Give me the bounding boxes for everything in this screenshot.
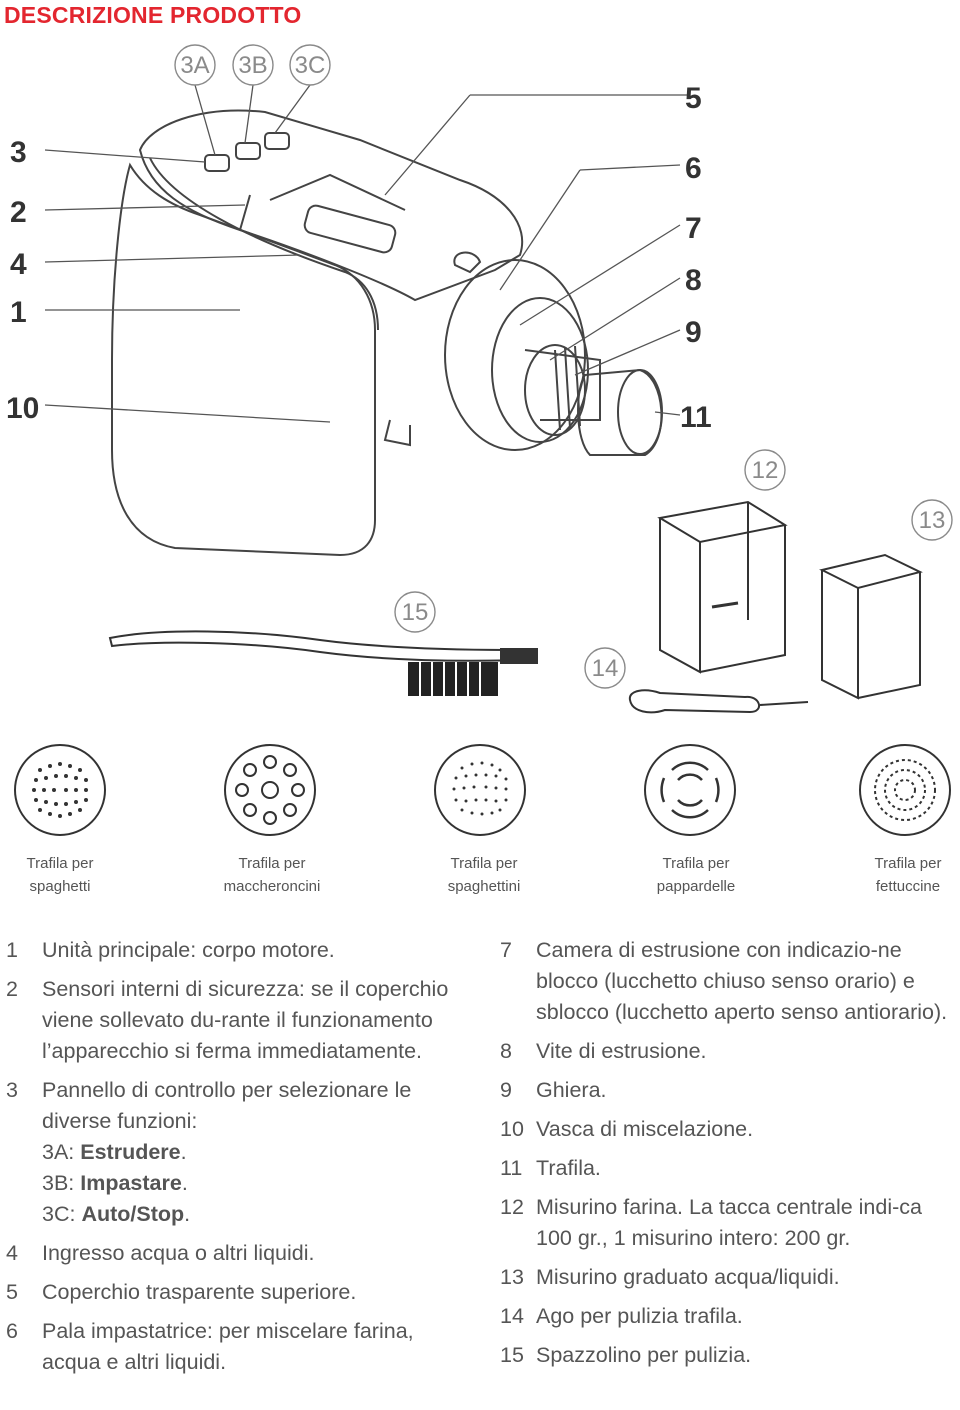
callout-3c: 3C [295, 52, 326, 79]
page-title: DESCRIZIONE PRODOTTO [4, 2, 302, 28]
cleaning-needle [628, 689, 809, 714]
die-pappardelle [644, 744, 736, 836]
water-inlet [453, 251, 482, 274]
callout-3: 3 [10, 136, 27, 169]
button-3a [204, 154, 230, 172]
callout-2: 2 [10, 196, 27, 229]
die-maccheroncini [224, 744, 316, 836]
callout-14: 14 [592, 655, 619, 682]
callout-9: 9 [685, 316, 702, 349]
cleaning-brush [108, 630, 538, 696]
top-lid [138, 109, 524, 302]
callout-7: 7 [685, 212, 702, 245]
die-spaghettini [434, 744, 526, 836]
callout-8: 8 [685, 264, 702, 297]
callout-4: 4 [10, 248, 27, 281]
callout-15: 15 [402, 599, 429, 626]
button-3c [264, 132, 290, 150]
callout-3b: 3B [238, 52, 267, 79]
callout-11: 11 [680, 401, 712, 434]
callout-6: 6 [685, 152, 702, 185]
callout-3a: 3A [180, 52, 209, 79]
callout-5: 5 [685, 82, 702, 115]
list-item: 3 Pannello di controllo per selezionare … [6, 1078, 412, 1226]
machine-body [111, 162, 376, 557]
callout-12: 12 [752, 457, 779, 484]
callout-10: 10 [6, 392, 39, 425]
callout-13: 13 [919, 507, 946, 534]
ring-nut [577, 368, 663, 456]
product-diagram: 3 2 4 1 10 5 6 7 8 9 11 3A 3B 3C 12 13 1… [6, 44, 953, 836]
button-3b [235, 142, 261, 160]
callout-1: 1 [10, 296, 27, 329]
die-spaghetti [14, 744, 106, 836]
mixing-bowl-front [444, 259, 586, 451]
extrusion-screw [554, 345, 581, 431]
die-fettuccine [859, 744, 951, 836]
die-front [617, 369, 663, 455]
flour-measuring-cup [657, 500, 788, 674]
liquid-measuring-cup [819, 553, 923, 700]
